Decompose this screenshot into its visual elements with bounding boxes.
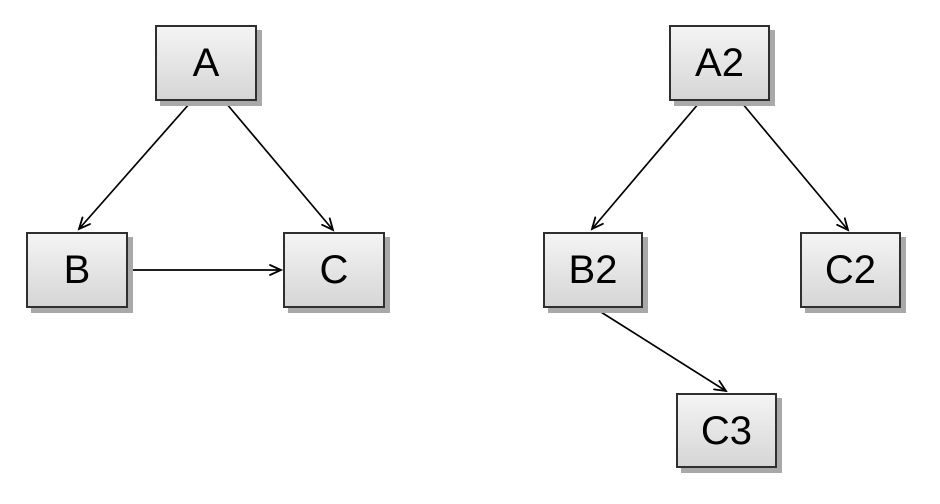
- node-C3[interactable]: C3: [676, 393, 777, 468]
- node-A[interactable]: A: [155, 25, 257, 101]
- node-label-B: B: [63, 248, 91, 292]
- node-label-A2: A2: [695, 41, 744, 85]
- edge-B2-C3[interactable]: [592, 306, 728, 393]
- node-A2[interactable]: A2: [669, 25, 770, 101]
- node-C[interactable]: C: [283, 232, 385, 308]
- node-B2[interactable]: B2: [543, 232, 643, 308]
- node-label-A: A: [192, 41, 220, 85]
- edge-A2-C2[interactable]: [741, 102, 850, 232]
- edge-A-B[interactable]: [77, 102, 191, 231]
- node-label-C: C: [319, 248, 349, 292]
- node-B[interactable]: B: [26, 232, 128, 308]
- node-label-C3: C3: [700, 408, 753, 453]
- node-label-C2: C2: [824, 248, 877, 292]
- edge-A2-B2[interactable]: [590, 102, 700, 231]
- node-C2[interactable]: C2: [800, 232, 901, 308]
- node-label-B2: B2: [568, 248, 618, 292]
- edge-A-C[interactable]: [225, 102, 335, 232]
